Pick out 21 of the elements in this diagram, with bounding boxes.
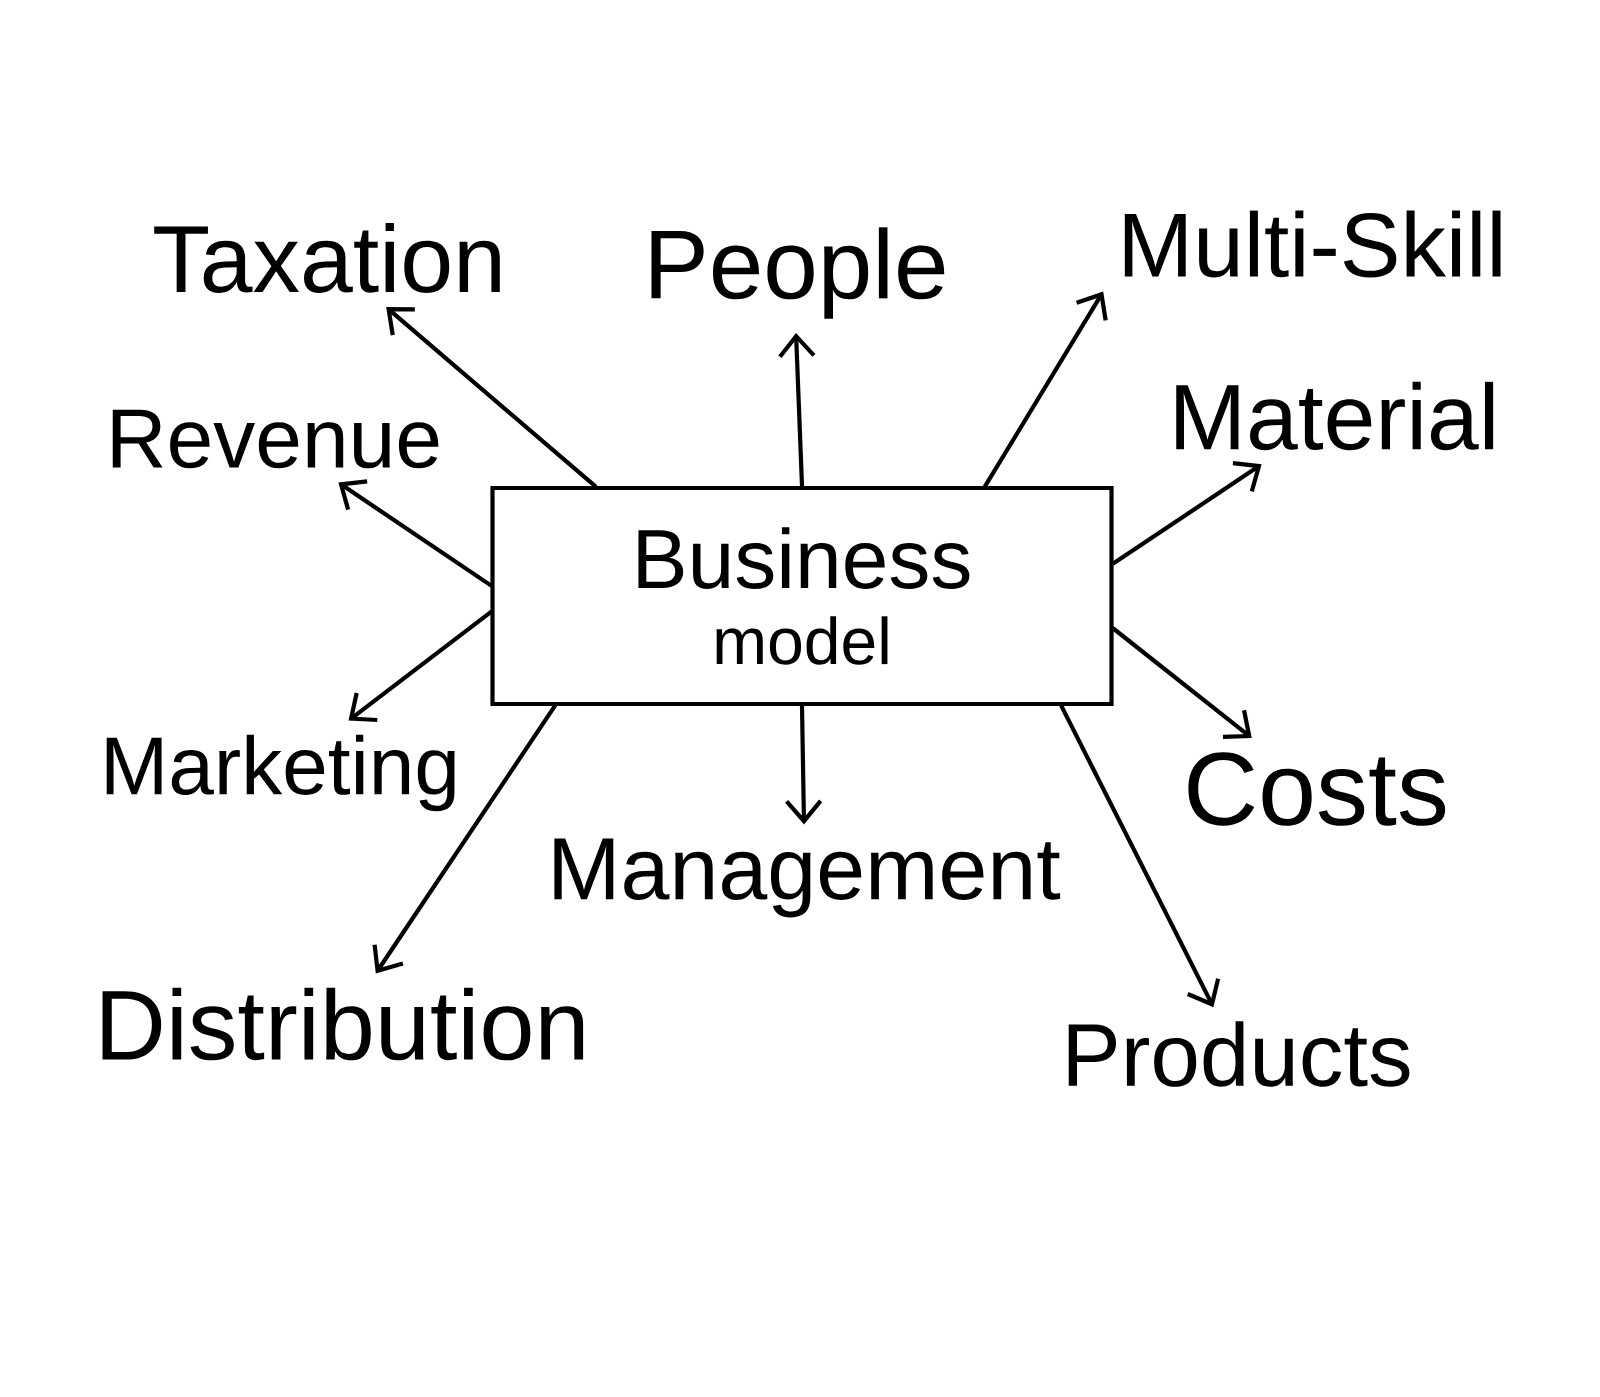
arrow (348, 610, 493, 723)
arrow (1059, 704, 1221, 1008)
arrow (1111, 626, 1252, 739)
branch-label: Taxation (154, 223, 500, 293)
arrow (983, 291, 1108, 488)
branch-label: Management (554, 838, 1061, 918)
arrow (778, 332, 816, 488)
branch-label: Distribution (102, 987, 584, 1061)
branch-label: People (651, 227, 945, 319)
arrow (338, 479, 493, 588)
branch-label: Costs (1188, 752, 1446, 826)
arrow (386, 307, 597, 488)
topic-box: Business model (490, 485, 1114, 707)
arrow (1111, 461, 1262, 566)
branch-label: Multi-Skill (1124, 210, 1501, 278)
branch-label: Products (1068, 1021, 1410, 1087)
branch-label: Material (1176, 381, 1494, 451)
branch-label: Marketing (106, 734, 455, 812)
arrow (372, 704, 557, 974)
arrow (785, 704, 823, 825)
branch-label: Revenue (112, 409, 439, 469)
